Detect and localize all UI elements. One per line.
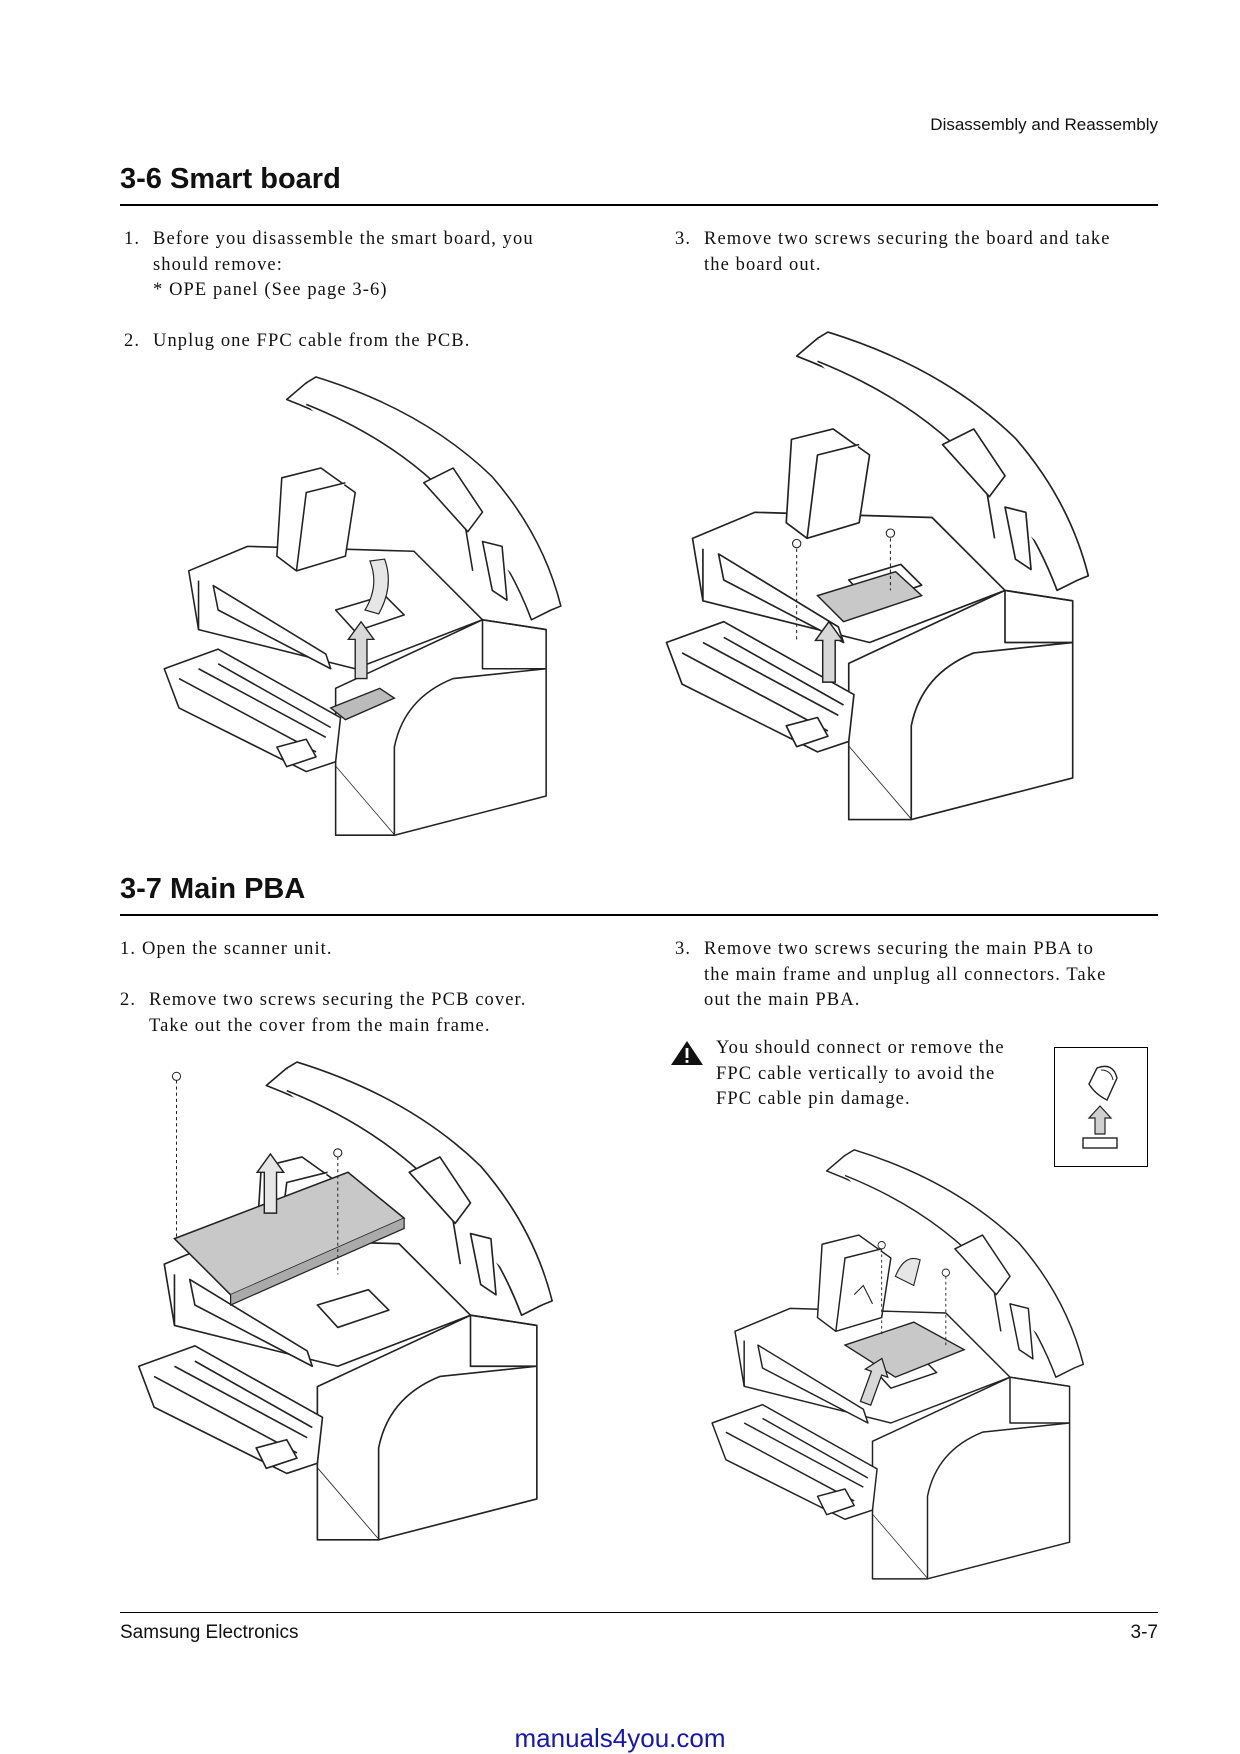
page-number: 3-7: [1130, 1622, 1158, 1643]
step-number: 1.: [120, 939, 137, 959]
step-text: should remove:: [153, 254, 283, 275]
section-title-smart-board: 3-6 Smart board: [120, 163, 341, 195]
step-number: 3.: [675, 229, 692, 249]
arrow-up-icon: [347, 620, 376, 680]
running-header: Disassembly and Reassembly: [930, 115, 1158, 134]
footer-rule: [120, 1612, 1158, 1613]
figure-remove-smart-board: [660, 330, 1100, 830]
step-text: Remove two screws securing the PCB cover…: [149, 990, 527, 1010]
step-number: 3.: [675, 939, 692, 959]
caution-text: You should connect or remove the: [716, 1038, 1005, 1058]
screw-icon: [877, 1241, 886, 1250]
step-number: 2.: [120, 990, 137, 1010]
main-pba-step-2: 2. Remove two screws securing the PCB co…: [120, 988, 527, 1039]
figure-remove-main-pba: [680, 1148, 1120, 1588]
arrow-up-icon: [859, 1357, 889, 1406]
screw-icon: [885, 528, 896, 538]
step-text: Unplug one FPC cable from the PCB.: [153, 331, 471, 351]
step-text: Open the scanner unit.: [142, 939, 333, 959]
arrow-up-icon: [813, 620, 844, 683]
screw-icon: [333, 1148, 343, 1158]
arrow-up-icon: [255, 1152, 286, 1214]
smart-board-step-2: 2. Unplug one FPC cable from the PCB.: [124, 329, 470, 355]
screw-icon: [941, 1268, 950, 1277]
step-text: Take out the cover from the main frame.: [149, 1015, 491, 1036]
main-pba-step-1: 1. Open the scanner unit.: [120, 937, 333, 963]
main-pba-step-3: 3. Remove two screws securing the main P…: [675, 937, 1106, 1014]
step-text: the board out.: [704, 254, 822, 275]
fpc-cable-inset: [1054, 1047, 1148, 1167]
section-rule: [120, 914, 1158, 916]
smart-board-step-3: 3. Remove two screws securing the board …: [675, 227, 1111, 278]
caution-text: FPC cable pin damage.: [716, 1089, 911, 1109]
step-text: the main frame and unplug all connectors…: [704, 964, 1107, 985]
screw-icon: [791, 538, 802, 549]
smart-board-step-1: 1. Before you disassemble the smart boar…: [124, 227, 534, 304]
screw-icon: [171, 1071, 182, 1081]
section-rule: [120, 204, 1158, 206]
watermark-link[interactable]: manuals4you.com: [514, 1723, 726, 1753]
step-text: out the main PBA.: [704, 990, 861, 1010]
figure-remove-pcb-cover: [128, 1060, 568, 1550]
section-title-main-pba: 3-7 Main PBA: [120, 873, 306, 905]
arrow-up-icon: [1087, 1105, 1113, 1135]
figure-unplug-fpc-cable: [145, 375, 585, 845]
step-text: Remove two screws securing the board and…: [704, 229, 1111, 249]
step-number: 1.: [124, 229, 141, 249]
warning-triangle-icon: [670, 1040, 704, 1071]
step-number: 2.: [124, 331, 141, 351]
step-text: Before you disassemble the smart board, …: [153, 229, 534, 249]
step-text: Remove two screws securing the main PBA …: [704, 939, 1094, 959]
step-text: * OPE panel (See page 3-6): [153, 280, 388, 300]
caution-text: FPC cable vertically to avoid the: [716, 1063, 996, 1084]
footer-company: Samsung Electronics: [120, 1622, 299, 1643]
